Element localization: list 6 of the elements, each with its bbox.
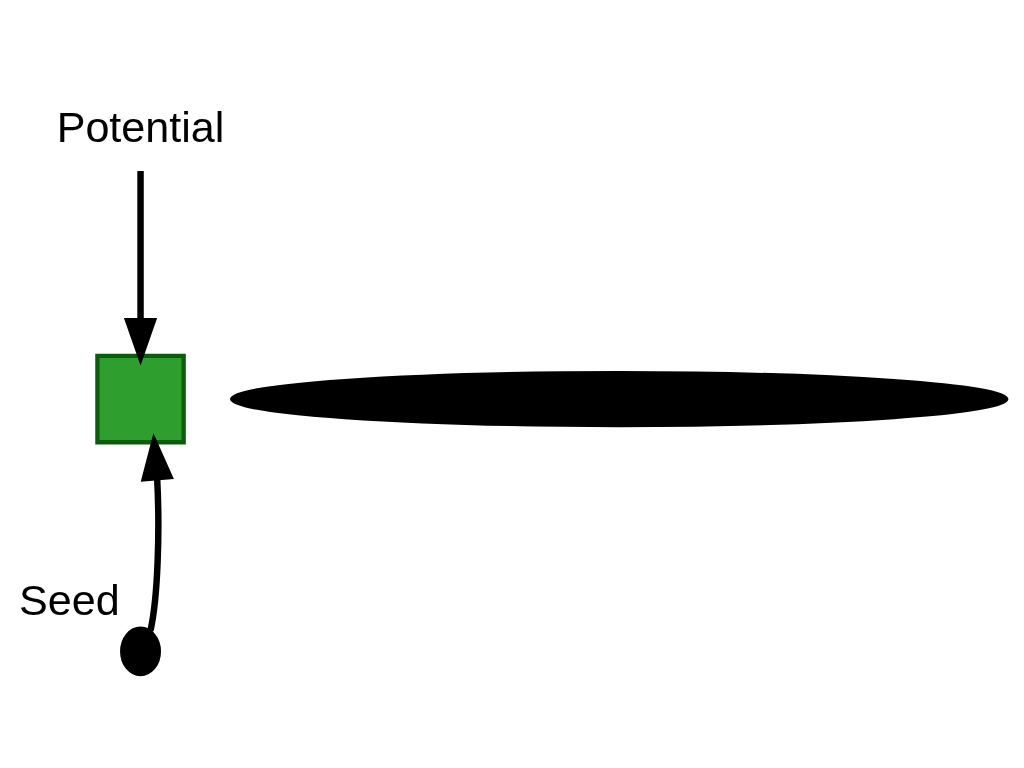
- arrow: [140, 433, 174, 632]
- node-box: [94, 353, 186, 445]
- node-label: Seed: [18, 575, 120, 624]
- node-circle: [119, 626, 161, 677]
- node-bar: [229, 371, 1008, 428]
- node-text: Potential: [56, 103, 224, 152]
